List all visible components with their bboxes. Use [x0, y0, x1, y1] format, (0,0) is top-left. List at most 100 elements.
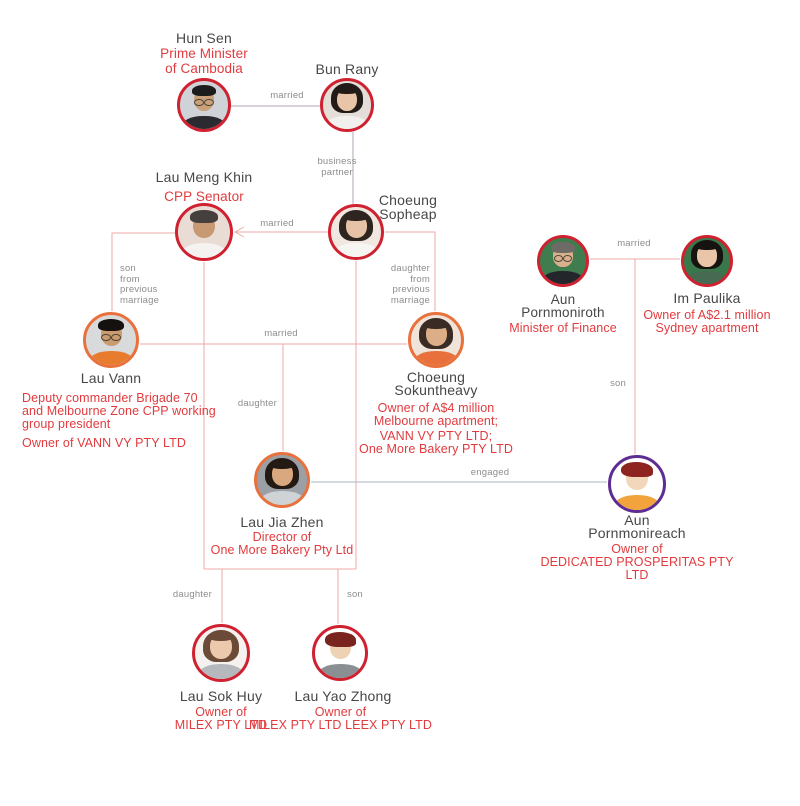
choeung-sokuntheavy-title: Owner of A$4 million Melbourne apartment… — [352, 402, 520, 456]
label-line: previous — [392, 284, 430, 295]
hun-sen-name: Hun Sen — [134, 31, 274, 45]
label-married-vann-sokuntheavy: married — [264, 328, 298, 339]
name-line: Hun Sen — [176, 30, 232, 46]
lau-meng-khin-title: CPP Senator — [144, 189, 264, 204]
name-line: Choeung — [406, 369, 466, 385]
detail-line: Owner of A$2.1 million — [643, 308, 771, 322]
name-line: Sopheap — [379, 206, 437, 222]
label-married-pornmoniroth-paulika: married — [617, 238, 651, 249]
name-line: Lau Jia Zhen — [240, 514, 324, 530]
aun-pornmoniroth-title: Minister of Finance — [503, 322, 623, 335]
choeung-sokuntheavy-photo — [408, 312, 464, 368]
label-line: daughter — [390, 263, 430, 274]
label-line: marriage — [390, 294, 430, 306]
label-business-partner: business partner — [313, 156, 361, 178]
aun-pornmonireach-avatar — [608, 455, 666, 513]
detail-line: Owner of — [195, 705, 247, 719]
detail-line: One More Bakery Pty Ltd — [210, 543, 354, 557]
name-line: Choeung — [378, 192, 438, 208]
im-paulika-photo — [681, 235, 733, 287]
glasses-icon — [553, 255, 573, 263]
married-arrowhead-icon — [233, 226, 245, 238]
im-paulika-title: Owner of A$2.1 million Sydney apartment — [637, 309, 777, 335]
lau-sok-huy-name: Lau Sok Huy — [171, 689, 271, 703]
detail-line: Owner of VANN VY PTY LTD — [22, 436, 187, 450]
lau-jia-zhen-photo — [254, 452, 310, 508]
detail-line: Minister of Finance — [509, 321, 617, 335]
name-line: Pornmoniroth — [521, 305, 605, 320]
bun-rany-name: Bun Rany — [277, 62, 417, 76]
aun-pornmonireach-name: Aun Pornmonireach — [587, 512, 687, 541]
lau-vann-name: Lau Vann — [61, 371, 161, 385]
detail-line: and Melbourne Zone CPP working — [22, 404, 216, 418]
hun-sen-photo — [177, 78, 231, 132]
aun-pornmoniroth-photo — [537, 235, 589, 287]
name-line: Lau Sok Huy — [179, 688, 263, 704]
name-line: Bun Rany — [315, 61, 379, 77]
lau-jia-zhen-name: Lau Jia Zhen — [222, 515, 342, 529]
name-line: Lau Meng Khin — [155, 169, 253, 185]
detail-line: Deputy commander Brigade 70 — [22, 391, 198, 405]
lau-vann-title: Deputy commander Brigade 70 and Melbourn… — [22, 392, 222, 450]
label-line: partner — [321, 166, 353, 178]
detail-line: Owner of A$4 million — [377, 401, 495, 415]
detail-line: of Cambodia — [165, 61, 243, 76]
glasses-icon — [194, 98, 215, 107]
lau-meng-khin-name: Lau Meng Khin — [134, 170, 274, 184]
label-line: from — [120, 273, 140, 285]
name-line: Aun — [550, 292, 576, 307]
lau-meng-khin-photo — [175, 203, 233, 261]
choeung-sopheap-photo — [328, 204, 384, 260]
name-line: Sokuntheavy — [394, 382, 478, 398]
im-paulika-name: Im Paulika — [657, 291, 757, 305]
label-son-previous-marriage: son from previous marriage — [120, 263, 190, 306]
edge-son-previous-marriage — [111, 232, 176, 311]
label-daughter-previous-marriage: daughter from previous marriage — [360, 263, 430, 306]
choeung-sokuntheavy-name: Choeung Sokuntheavy — [386, 369, 486, 398]
bun-rany-photo — [320, 78, 374, 132]
name-line: Pornmonireach — [588, 525, 686, 541]
detail-line: MILEX PTY LTD LEEX PTY LTD — [249, 718, 432, 732]
detail-line: One More Bakery PTY LTD — [359, 442, 513, 456]
hun-sen-title: Prime Minister of Cambodia — [119, 46, 289, 76]
detail-line: VANN VY PTY LTD; — [379, 429, 493, 443]
label-son-pornmonireach: son — [610, 378, 626, 389]
label-line: business — [317, 156, 357, 167]
name-line: Im Paulika — [673, 290, 741, 306]
label-line: marriage — [120, 294, 160, 306]
detail-line: Prime Minister — [160, 46, 248, 61]
label-married-mengkhin-sopheap: married — [260, 218, 294, 229]
label-line: from — [410, 273, 430, 285]
detail-line: Sydney apartment — [655, 321, 759, 335]
label-line: son — [120, 263, 136, 274]
lau-yao-zhong-name: Lau Yao Zhong — [293, 689, 393, 703]
detail-line: Owner of — [611, 542, 663, 556]
choeung-sopheap-name: Choeung Sopheap — [374, 193, 442, 221]
lau-jia-zhen-title: Director of One More Bakery Pty Ltd — [198, 531, 366, 557]
lau-yao-zhong-avatar — [312, 625, 368, 681]
detail-line: Owner of — [314, 705, 367, 719]
label-daughter-jiazhen: daughter — [237, 398, 277, 409]
aun-pornmoniroth-name: Aun Pornmoniroth — [513, 292, 613, 320]
name-line: Lau Vann — [80, 370, 142, 386]
detail-line: MILEX PTY LTD — [174, 718, 268, 732]
detail-line: DEDICATED PROSPERITAS PTY LTD — [540, 555, 734, 582]
name-line: Lau Yao Zhong — [294, 688, 392, 704]
label-line: previous — [120, 284, 158, 295]
detail-line: group president — [22, 417, 111, 431]
aun-pornmonireach-title: Owner of DEDICATED PROSPERITAS PTY LTD — [532, 543, 742, 582]
lau-sok-huy-title: Owner of MILEX PTY LTD — [156, 706, 286, 732]
edge-daughter-previous-marriage — [385, 231, 436, 311]
lau-sok-huy-photo — [192, 624, 250, 682]
glasses-icon — [100, 333, 122, 342]
label-married-hunsen-bunrany: married — [270, 90, 304, 101]
lau-vann-photo — [83, 312, 139, 368]
name-line: Aun — [624, 512, 650, 528]
lau-yao-zhong-title: Owner of MILEX PTY LTD LEEX PTY LTD — [248, 706, 433, 732]
label-daughter-sokhuy: daughter — [172, 589, 212, 600]
detail-line: Director of — [252, 530, 312, 544]
label-engaged: engaged — [470, 467, 510, 478]
label-son-yaozhong: son — [347, 589, 363, 600]
detail-line: CPP Senator — [164, 189, 244, 204]
